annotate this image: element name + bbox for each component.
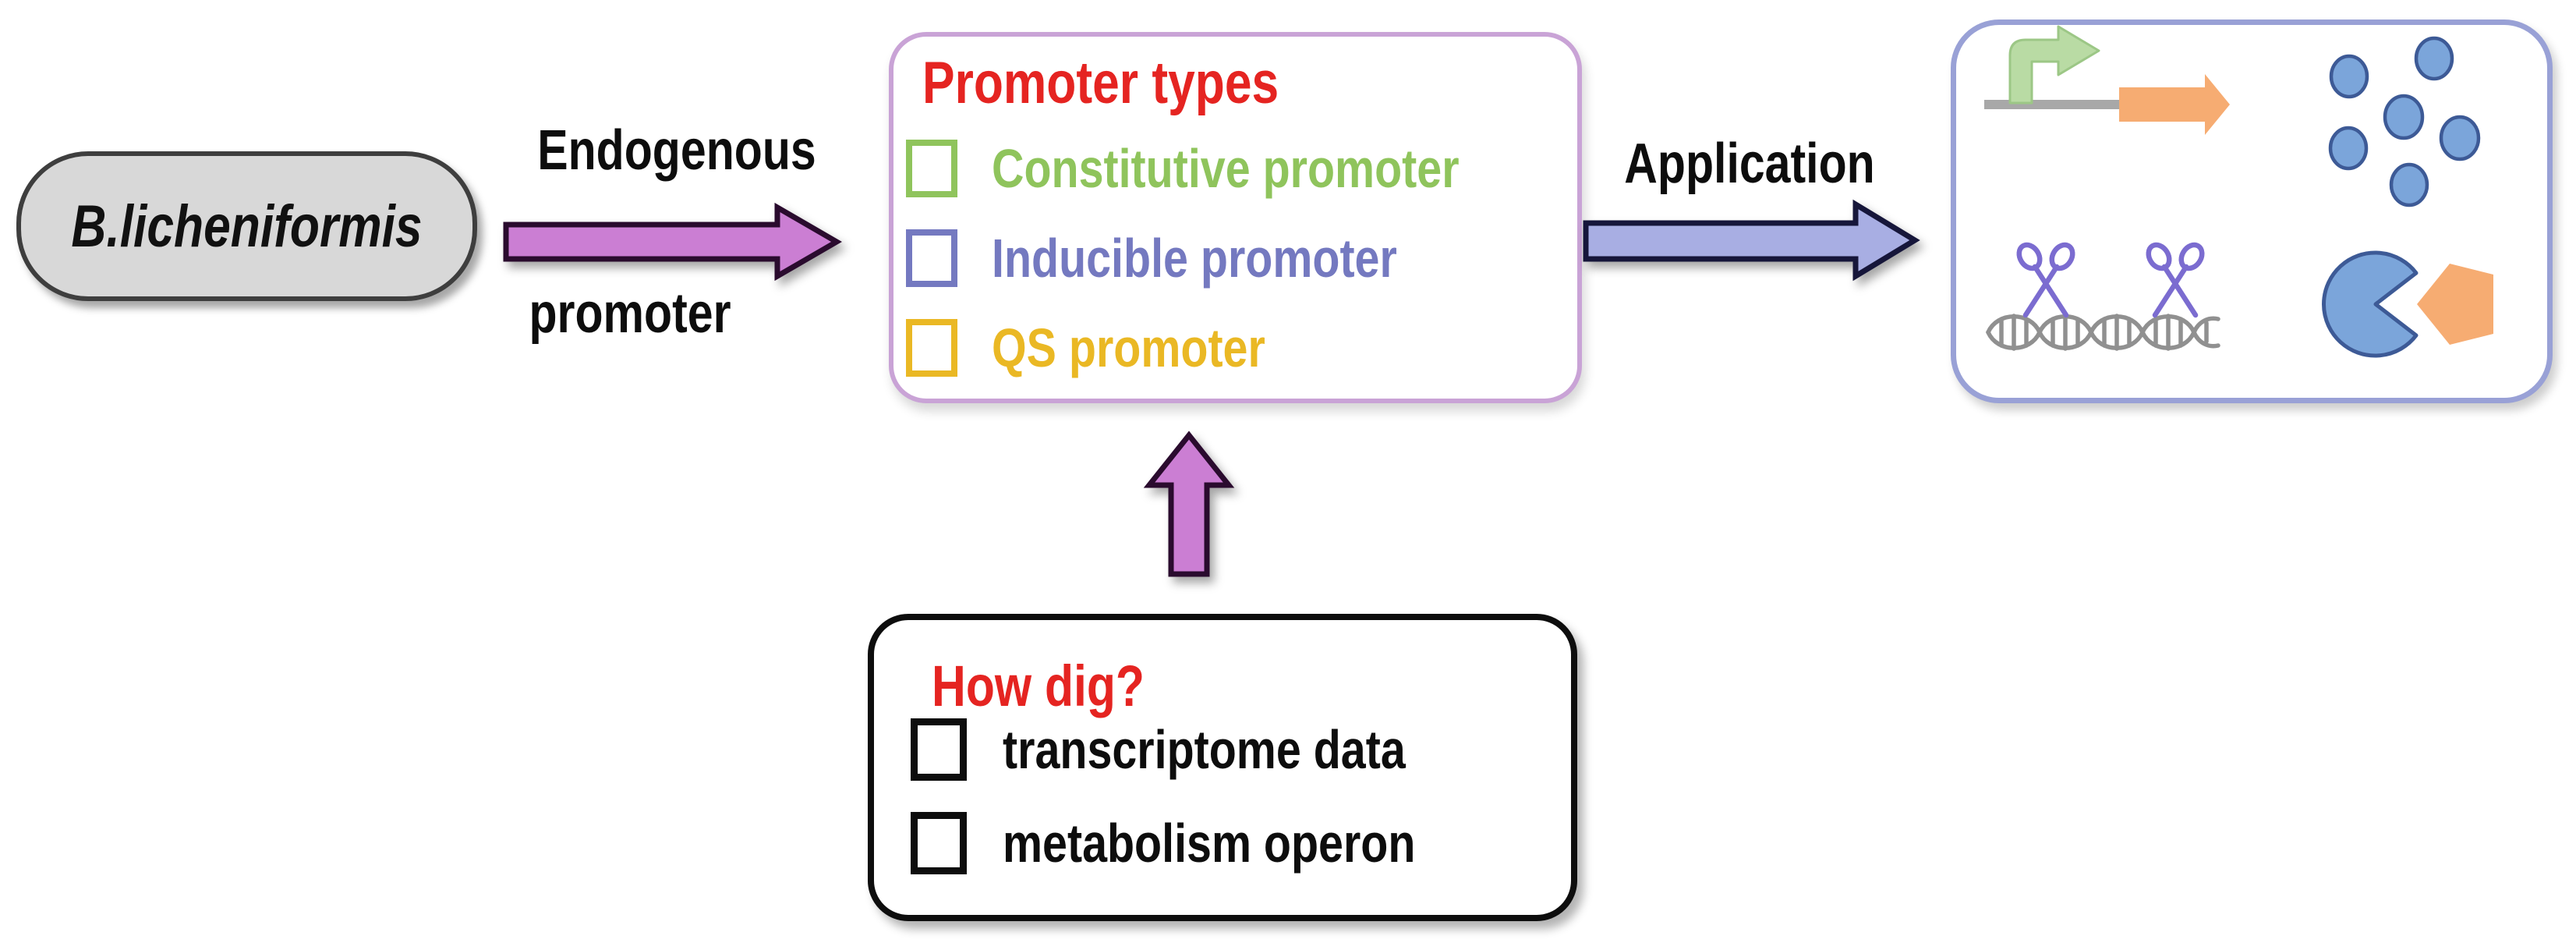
promoter-type-row-qs: QS promoter <box>906 317 1325 378</box>
organism-label: B.licheniformis <box>71 193 423 260</box>
checkbox-icon <box>911 718 967 781</box>
application-icons <box>1984 25 2493 358</box>
up-arrow-icon <box>1143 431 1235 577</box>
scissors-icon <box>2016 242 2205 318</box>
promoter-types-box: Promoter types Constitutive promoter Ind… <box>889 32 1582 403</box>
how-dig-title: How dig? <box>932 654 1145 718</box>
checkbox-icon <box>906 140 957 197</box>
application-arrow-icon <box>1583 199 1920 282</box>
endogenous-arrow-label-bottom: promoter <box>529 282 731 345</box>
how-dig-row-transcriptome: transcriptome data <box>911 718 1494 781</box>
promoter-gene-icon <box>1984 25 2230 135</box>
protein-dots-icon <box>2328 36 2481 207</box>
checkbox-icon <box>906 229 957 287</box>
endogenous-arrow-label-top: Endogenous <box>537 119 816 182</box>
transcriptome-data-label: transcriptome data <box>1003 719 1406 780</box>
how-dig-box: How dig? transcriptome data metabolism o… <box>868 614 1577 921</box>
promoter-type-row-constitutive: Constitutive promoter <box>906 138 1562 199</box>
dna-scissors-icon <box>1986 242 2220 351</box>
application-box <box>1951 19 2553 403</box>
endogenous-arrow-icon <box>503 202 842 282</box>
application-arrow-label: Application <box>1624 133 1875 195</box>
qs-promoter-label: QS promoter <box>992 317 1265 378</box>
how-dig-row-metabolism: metabolism operon <box>911 812 1506 874</box>
enzyme-substrate-icon <box>2322 250 2493 358</box>
metabolism-operon-label: metabolism operon <box>1003 813 1416 874</box>
checkbox-icon <box>906 319 957 377</box>
checkbox-icon <box>911 812 967 874</box>
organism-pill: B.licheniformis <box>16 151 477 301</box>
constitutive-promoter-label: Constitutive promoter <box>992 138 1460 199</box>
promoter-type-row-inducible: Inducible promoter <box>906 228 1486 289</box>
inducible-promoter-label: Inducible promoter <box>992 228 1397 289</box>
promoter-types-title: Promoter types <box>922 50 1279 116</box>
